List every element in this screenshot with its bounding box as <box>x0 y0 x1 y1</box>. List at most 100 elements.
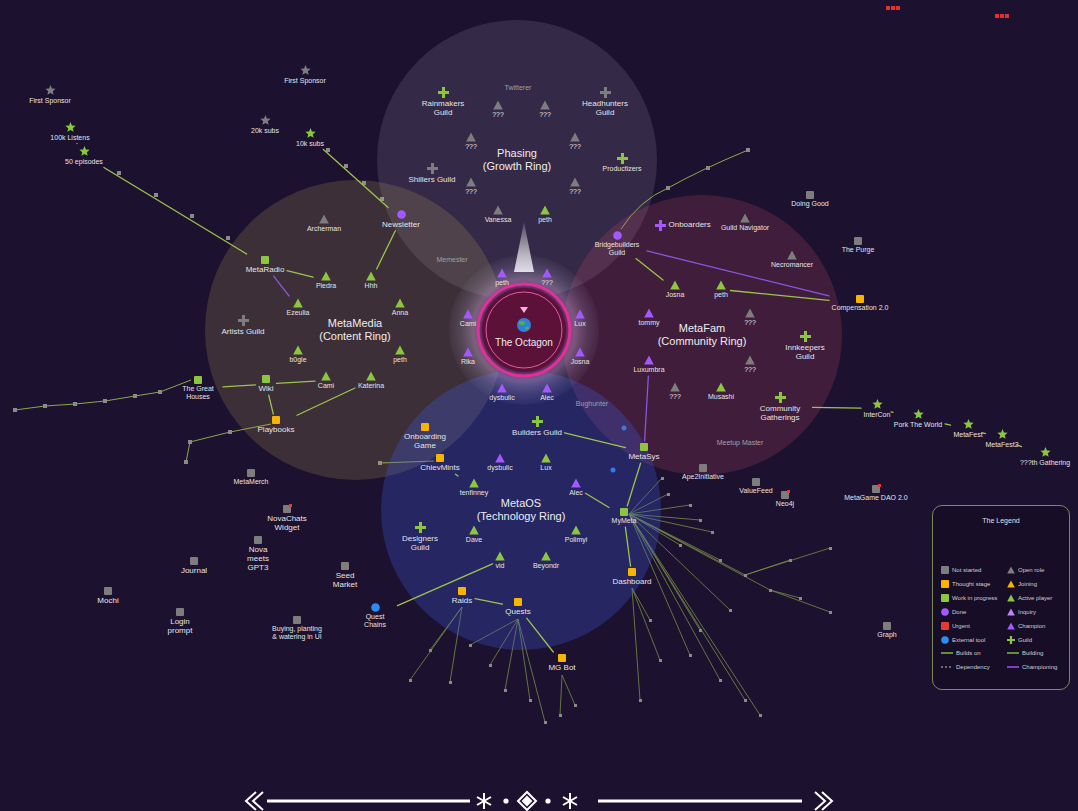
roadmap-item: ??? <box>569 177 582 196</box>
triangle-shape <box>493 206 503 215</box>
roadmap-item: Playbooks <box>257 416 295 434</box>
triangle-shape <box>670 281 680 290</box>
triangle-shape <box>716 281 726 290</box>
legend-row: Championing <box>1007 664 1057 671</box>
item-label: Raids <box>452 596 472 605</box>
role-label: Bughunter <box>576 400 608 408</box>
tiny-items <box>759 714 762 717</box>
legend-swatch <box>1007 636 1015 644</box>
label-stack: Headhunters Guild <box>578 99 633 117</box>
feature-branches <box>745 548 830 575</box>
label-stack: Ape2Initiative <box>682 473 724 481</box>
item-label: Cami <box>460 320 476 328</box>
item-label: Josna <box>571 358 590 366</box>
item-label: Journal <box>181 566 207 575</box>
legend-swatch <box>941 622 949 630</box>
plus-shape <box>532 416 543 427</box>
tiny-items <box>188 440 192 444</box>
item-label: dysbulic <box>487 464 512 472</box>
legend-swatch <box>1007 566 1015 574</box>
tiny-items <box>544 721 547 724</box>
label-stack: First Sponsor <box>284 77 326 85</box>
label-stack: MG Bot <box>548 663 575 672</box>
circle-shape <box>397 210 406 219</box>
status-square <box>104 587 112 595</box>
roadmap-item: Artists Guild <box>221 315 266 336</box>
status-square <box>699 464 707 472</box>
role-triangle <box>321 371 331 381</box>
role-label: Meetup Master <box>717 439 764 447</box>
status-square <box>640 443 648 451</box>
status-square <box>247 469 255 477</box>
tiny-items <box>649 619 652 622</box>
tiny-items <box>699 519 702 522</box>
triangle-shape <box>570 178 580 187</box>
roadmap-item: Pork The World <box>893 409 943 429</box>
square-shape <box>854 237 862 245</box>
item-label: Community Gatherings <box>750 404 810 422</box>
item-label: Dave <box>466 536 482 544</box>
role-triangle <box>395 345 405 355</box>
roadmap-item: Graph <box>877 622 898 639</box>
milestone-star <box>45 85 56 96</box>
label-stack: ??? <box>539 111 551 119</box>
label-stack: The Great Houses <box>176 385 221 401</box>
roadmap-item: peth <box>714 280 729 299</box>
legend-text: Active player <box>1018 595 1052 602</box>
roadmap-item: Katerina <box>357 371 385 390</box>
triangle-shape <box>1007 594 1015 601</box>
item-label: Ezeulia <box>287 309 310 317</box>
legend-row: Active player <box>1007 594 1052 602</box>
roadmap-item: Mochi <box>97 587 120 605</box>
item-label: Josna <box>666 291 685 299</box>
tiny-items <box>574 704 577 707</box>
connector <box>625 527 630 566</box>
star-shape <box>872 399 882 409</box>
label-stack: Dashboard <box>612 577 651 586</box>
item-label: Onboarders <box>669 220 711 229</box>
item-label: Luxumbra <box>633 366 664 374</box>
status-square <box>262 375 270 383</box>
label-stack: Artists Guild <box>221 327 264 336</box>
legend-text: Work in progress <box>952 595 997 602</box>
triangle-shape <box>745 356 755 365</box>
label-stack: Dave <box>466 536 482 544</box>
roadmap-item: Lux <box>574 309 587 328</box>
label-stack: Alec <box>540 394 554 402</box>
window-dots <box>891 6 895 10</box>
item-label: Katerina <box>358 382 384 390</box>
roadmap-item: Guild Navigator <box>720 213 770 232</box>
star-shape <box>260 115 270 125</box>
label-stack: ??? <box>541 279 553 287</box>
globe-land <box>519 321 525 325</box>
triangle-shape <box>469 526 479 535</box>
role-triangle <box>366 271 376 281</box>
triangle-shape <box>1007 608 1015 615</box>
milestone-star <box>79 146 90 157</box>
item-label: First Sponsor <box>284 77 326 85</box>
roadmap-item: Login prompt <box>160 608 201 635</box>
role-triangle <box>463 309 473 319</box>
role-triangle <box>321 271 331 281</box>
item-label: MetaMerch <box>233 478 268 486</box>
connector <box>377 231 396 269</box>
roadmap-item: ??? <box>539 100 552 119</box>
ring-title: The Octagon <box>489 337 559 349</box>
label-holder: Memester <box>436 256 467 264</box>
square-shape <box>262 375 270 383</box>
role-triangle <box>570 132 580 142</box>
roadmap-item: ValueFeed <box>739 478 774 495</box>
connector <box>731 290 830 300</box>
status-square <box>883 622 891 630</box>
tiny-items <box>154 193 158 197</box>
legend-text: Open role <box>1018 567 1044 574</box>
role-triangle <box>540 100 550 110</box>
tiny-items <box>73 402 77 406</box>
triangle-shape <box>571 526 581 535</box>
roadmap-item: Headhunters Guild <box>577 87 633 117</box>
legend-row: Guild <box>1007 636 1032 644</box>
legend-swatch <box>1007 594 1015 602</box>
role-triangle <box>541 551 551 561</box>
tiny-items <box>661 477 664 480</box>
